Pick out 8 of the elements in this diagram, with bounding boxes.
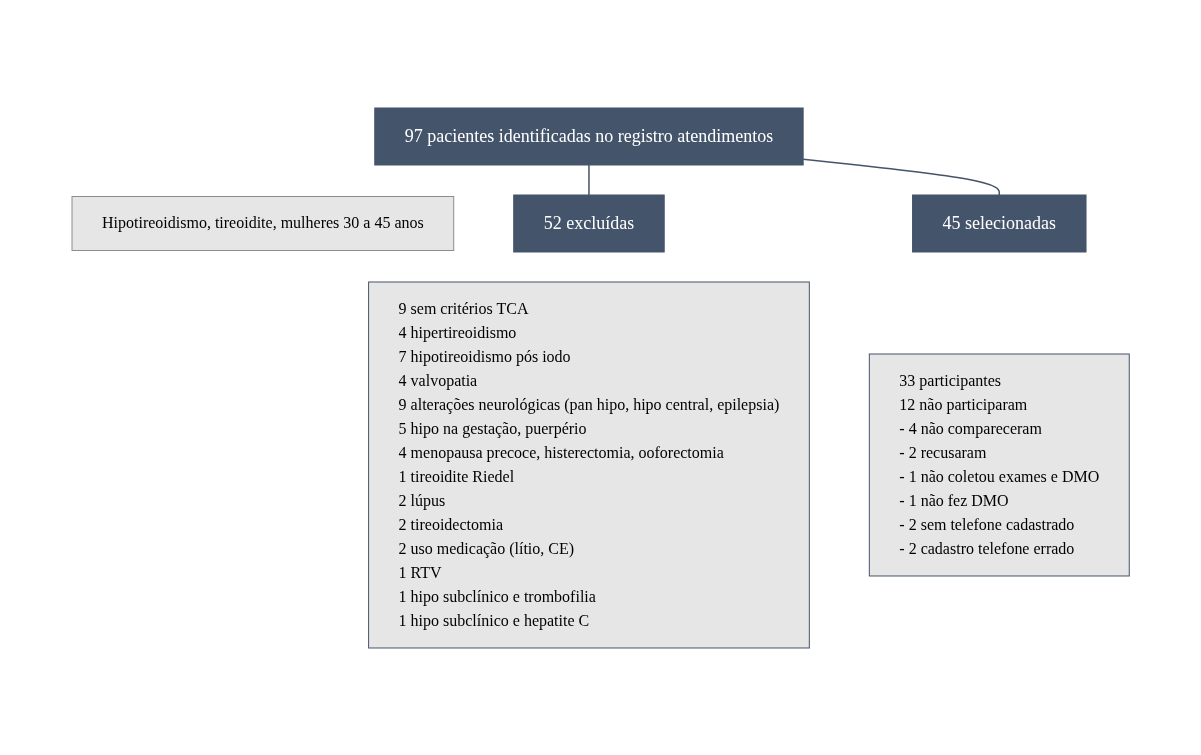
node-box: 45 selecionadas	[911, 194, 1087, 252]
node-box: Hipotireoidismo, tireoidite, mulheres 30 a 45 anos	[71, 195, 455, 251]
node-box: 97 pacientes identificadas no registro atendimentos	[374, 107, 804, 165]
node-box: 52 excluídas	[513, 194, 665, 252]
connector	[802, 157, 1000, 196]
node-box: 33 participantes 12 não participaram - 4 não compareceram - 2 recusaram - 1 não coletou exames e DMO - 1 não fez DMO - 2 sem telefone cadastrado - 2 cadastro telefone errado	[868, 353, 1130, 576]
connector	[588, 163, 590, 196]
node-box: 9 sem critérios TCA 4 hipertireoidismo 7 hipotireoidismo pós iodo 4 valvopatia 9 alterações neurológicas (pan hipo, hipo central, epilepsia) 5 hipo na gestação, puerpério 4 menopausa precoce, histerectomia, ooforectomia 1 tireoidite Riedel 2 lúpus 2 tireoidectomia 2 uso medicação (lítio, CE) 1 RTV 1 hipo subclínico e trombofilia 1 hipo subclínico e hepatite C	[367, 281, 810, 648]
